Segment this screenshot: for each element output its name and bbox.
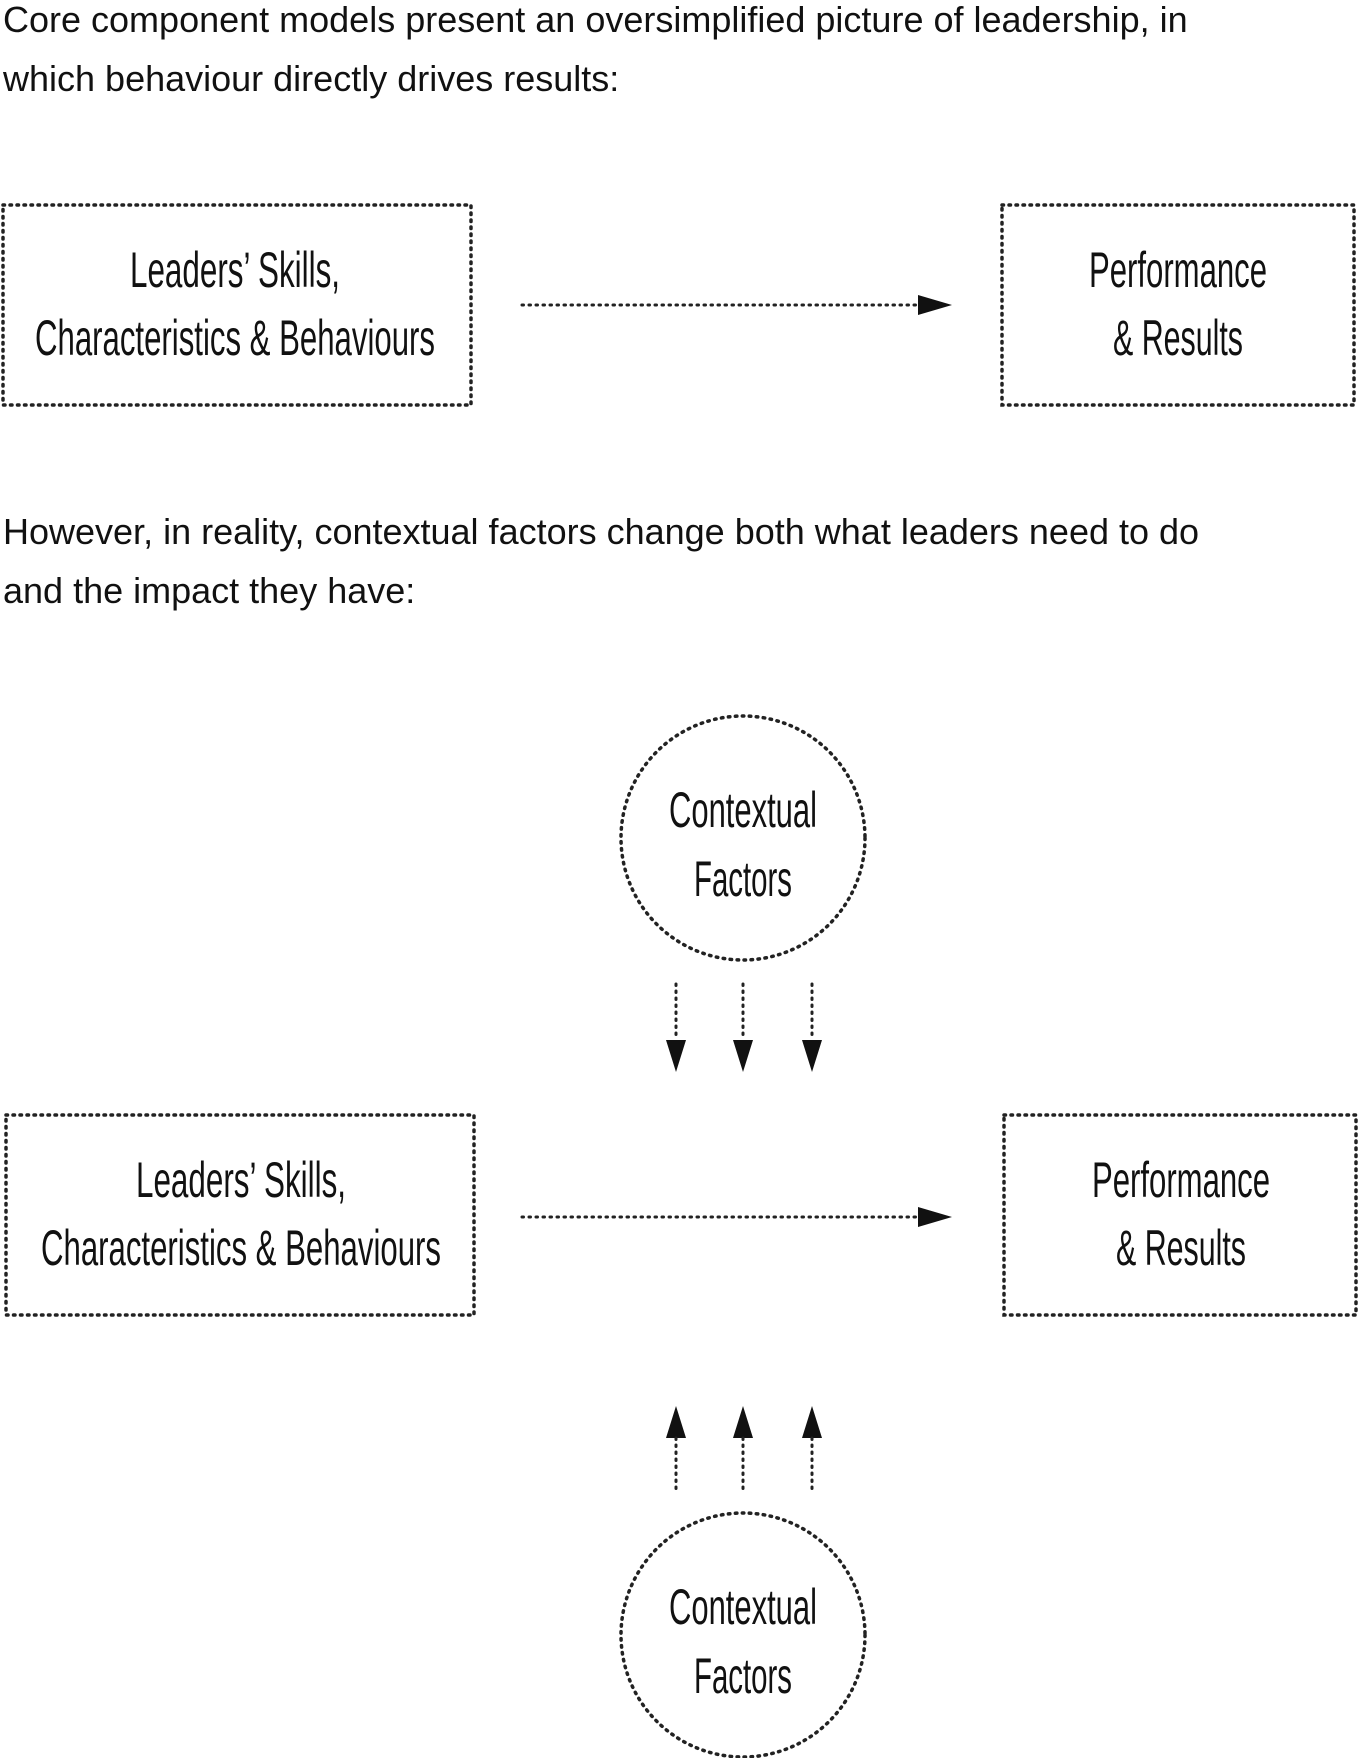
simple-target-label-line-2: & Results xyxy=(1113,310,1243,366)
context-bottom-arrow-head-left xyxy=(666,1406,686,1438)
context-target-box xyxy=(1002,1113,1358,1317)
context-target-node: Performance & Results xyxy=(1002,1113,1358,1317)
context-top-circle xyxy=(619,714,867,962)
context-top-label-line-2: Factors xyxy=(694,851,792,907)
context-bottom-label-line-1: Contextual xyxy=(669,1579,817,1635)
simple-target-box xyxy=(1000,203,1356,407)
intro-line-1: Core component models present an oversim… xyxy=(3,0,1188,40)
simple-source-node: Leaders’ Skills, Characteristics & Behav… xyxy=(1,203,473,407)
context-source-box xyxy=(4,1113,476,1317)
context-top-label-line-1: Contextual xyxy=(669,782,817,838)
contextual-model-diagram: Contextual Factors Leaders’ Skills, Char… xyxy=(4,714,1358,1758)
simple-arrow-head xyxy=(918,295,952,315)
context-source-label-line-2: Characteristics & Behaviours xyxy=(41,1220,441,1276)
context-top-node: Contextual Factors xyxy=(619,714,867,962)
context-direct-arrow xyxy=(520,1207,952,1227)
simple-source-label-line-1: Leaders’ Skills, xyxy=(130,242,340,298)
context-bottom-arrows xyxy=(666,1406,822,1496)
simple-target-label-line-1: Performance xyxy=(1089,242,1267,298)
context-top-arrow-head-left xyxy=(666,1040,686,1072)
simple-source-box xyxy=(1,203,473,407)
intro-line-2: which behaviour directly drives results: xyxy=(3,58,620,99)
context-source-label-line-1: Leaders’ Skills, xyxy=(136,1152,346,1208)
context-bottom-arrow-head-center xyxy=(733,1406,753,1438)
transition-paragraph: However, in reality, contextual factors … xyxy=(3,502,1199,620)
intro-paragraph: Core component models present an oversim… xyxy=(3,0,1188,108)
simple-direct-arrow xyxy=(520,295,952,315)
context-top-arrow-head-center xyxy=(733,1040,753,1072)
context-bottom-node: Contextual Factors xyxy=(619,1511,867,1758)
context-top-arrows xyxy=(666,982,822,1072)
transition-line-2: and the impact they have: xyxy=(3,570,416,611)
context-bottom-arrow-head-right xyxy=(802,1406,822,1438)
context-target-label-line-2: & Results xyxy=(1116,1220,1246,1276)
context-top-arrow-head-right xyxy=(802,1040,822,1072)
context-bottom-label-line-2: Factors xyxy=(694,1648,792,1704)
simple-model-diagram: Leaders’ Skills, Characteristics & Behav… xyxy=(1,203,1356,407)
context-arrow-head xyxy=(918,1207,952,1227)
transition-line-1: However, in reality, contextual factors … xyxy=(3,511,1200,552)
context-source-node: Leaders’ Skills, Characteristics & Behav… xyxy=(4,1113,476,1317)
simple-target-node: Performance & Results xyxy=(1000,203,1356,407)
simple-source-label-line-2: Characteristics & Behaviours xyxy=(35,310,435,366)
context-target-label-line-1: Performance xyxy=(1092,1152,1270,1208)
context-bottom-circle xyxy=(619,1511,867,1758)
